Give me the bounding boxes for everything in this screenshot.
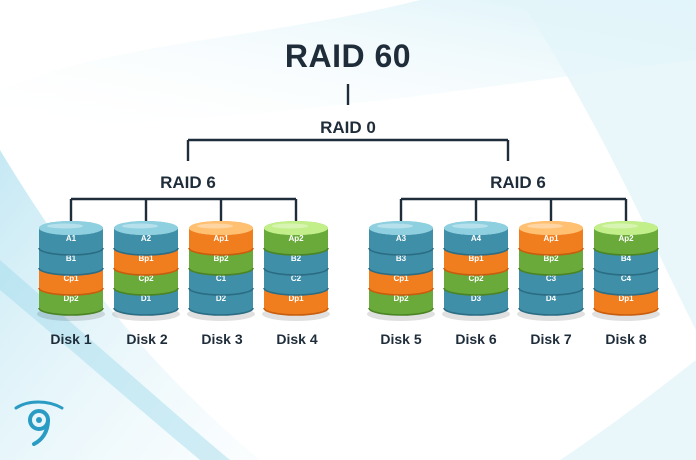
block-label: C4 <box>621 274 632 283</box>
block-label: A1 <box>66 234 77 243</box>
block-label: B4 <box>621 254 632 263</box>
diagram-title: RAID 60 <box>284 38 412 74</box>
disk-top <box>114 221 178 235</box>
block-label: Cp1 <box>63 274 79 283</box>
block-label: Dp1 <box>618 294 634 303</box>
block-label: B3 <box>396 254 407 263</box>
disk-top <box>519 221 583 235</box>
block-label: Cp2 <box>138 274 154 283</box>
disk-stack-6: D3 Cp2 Bp1 A4 <box>442 221 510 321</box>
disk-layer <box>444 228 508 255</box>
disk-stack-1: Dp2 Cp1 B1 A1 <box>37 221 105 321</box>
block-label: Dp2 <box>393 294 409 303</box>
block-label: A2 <box>141 234 152 243</box>
block-label: Ap2 <box>618 234 634 243</box>
disk-label-1: Disk 1 <box>50 331 92 347</box>
block-label: Ap1 <box>213 234 229 243</box>
connector-lines <box>69 84 628 226</box>
disk-stack-5: Dp2 Cp1 B3 A3 <box>367 221 435 321</box>
block-label: D1 <box>141 294 152 303</box>
disk-stack-3: D2 C1 Bp2 Ap1 <box>187 221 255 321</box>
block-label: D4 <box>546 294 557 303</box>
block-label: C1 <box>216 274 227 283</box>
disk-label-7: Disk 7 <box>530 331 572 347</box>
disk-stack-4: Dp1 C2 B2 Ap2 <box>262 221 330 321</box>
disk-label-3: Disk 3 <box>201 331 243 347</box>
block-label: D3 <box>471 294 482 303</box>
disk-label-4: Disk 4 <box>276 331 318 347</box>
block-label: Bp2 <box>543 254 559 263</box>
block-label: C3 <box>546 274 557 283</box>
block-label: Bp1 <box>468 254 484 263</box>
disk-label-6: Disk 6 <box>455 331 497 347</box>
disk-layer <box>114 228 178 255</box>
block-label: Bp2 <box>213 254 229 263</box>
disk-layer <box>264 228 328 255</box>
disk-layer <box>594 228 658 255</box>
disk-label-2: Disk 2 <box>126 331 168 347</box>
block-label: C2 <box>291 274 302 283</box>
logo-icon <box>14 400 64 446</box>
disk-stack-7: D4 C3 Bp2 Ap1 <box>517 221 585 321</box>
disk-top <box>264 221 328 235</box>
disk-top <box>39 221 103 235</box>
block-label: Dp2 <box>63 294 79 303</box>
raid0-label: RAID 0 <box>320 118 376 137</box>
raid6-left-label: RAID 6 <box>160 173 216 192</box>
block-label: A3 <box>396 234 407 243</box>
disk-top <box>594 221 658 235</box>
disk-top <box>189 221 253 235</box>
disk-layer <box>369 228 433 255</box>
block-label: Dp1 <box>288 294 304 303</box>
block-label: D2 <box>216 294 227 303</box>
disk-layer <box>189 228 253 255</box>
disk-layer <box>39 228 103 255</box>
disk-label-5: Disk 5 <box>380 331 422 347</box>
disk-top <box>369 221 433 235</box>
block-label: B2 <box>291 254 302 263</box>
block-label: B1 <box>66 254 77 263</box>
disk-top <box>444 221 508 235</box>
block-label: Ap2 <box>288 234 304 243</box>
block-label: Cp2 <box>468 274 484 283</box>
disk-label-8: Disk 8 <box>605 331 647 347</box>
block-label: Ap1 <box>543 234 559 243</box>
raid6-right-label: RAID 6 <box>490 173 546 192</box>
disk-layer <box>519 228 583 255</box>
disk-stack-8: Dp1 C4 B4 Ap2 <box>592 221 660 321</box>
block-label: Bp1 <box>138 254 154 263</box>
block-label: A4 <box>471 234 482 243</box>
disk-stack-2: D1 Cp2 Bp1 A2 <box>112 221 180 321</box>
block-label: Cp1 <box>393 274 409 283</box>
